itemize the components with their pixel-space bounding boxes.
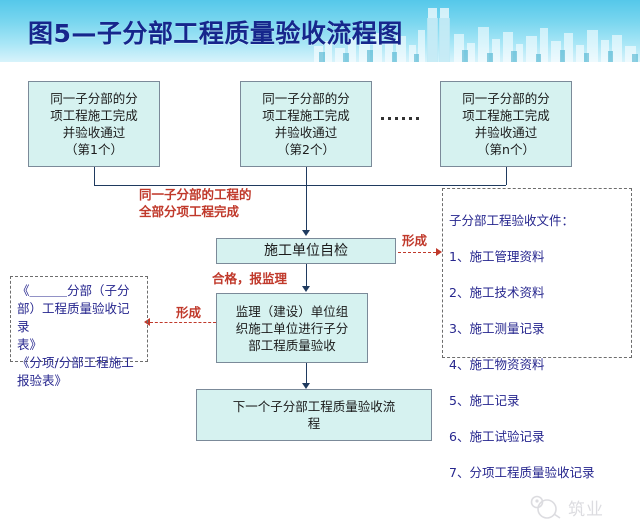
dashed-connector-to-documents	[398, 252, 436, 253]
arrow-to-selfcheck	[302, 230, 310, 236]
documents-item-2: 2、施工技术资料	[449, 285, 545, 300]
documents-item-5: 5、施工记录	[449, 393, 520, 408]
arrow-to-documents-panel	[436, 248, 442, 256]
connector-stub-1	[94, 167, 95, 185]
documents-panel[interactable]: 子分部工程验收文件： 1、施工管理资料 2、施工技术资料 3、施工测量记录 4、…	[442, 188, 632, 480]
connector-stub-n	[506, 167, 507, 185]
documents-item-7: 7、分项工程质量验收记录	[449, 465, 595, 480]
documents-item-6: 6、施工试验记录	[449, 429, 545, 444]
documents-item-4: 4、施工物资资料	[449, 357, 545, 372]
page-title: 图5—子分部工程质量验收流程图	[28, 19, 403, 48]
flow-box-subitem-n[interactable]: 同一子分部的分 项工程施工完成 并验收通过 （第n个）	[440, 81, 572, 167]
dashed-connector-to-records	[150, 322, 216, 323]
watermark-text: 筑业	[568, 499, 604, 520]
ellipsis-dots	[381, 117, 419, 120]
header-banner: 图5—子分部工程质量验收流程图	[0, 0, 640, 62]
flow-box-subitem-2[interactable]: 同一子分部的分 项工程施工完成 并验收通过 （第2个）	[240, 81, 372, 167]
watermark-logo: 筑业	[528, 494, 604, 520]
records-panel[interactable]: 《＿＿＿分部（子分 部）工程质量验收记录 表》 《分项/分部工程施工 报验表》	[10, 276, 148, 388]
documents-item-1: 1、施工管理资料	[449, 249, 545, 264]
flow-box-subitem-1[interactable]: 同一子分部的分 项工程施工完成 并验收通过 （第1个）	[28, 81, 160, 167]
note-pass-report-supervisor: 合格，报监理	[212, 271, 288, 286]
arrow-to-acceptance	[302, 286, 310, 292]
flow-box-acceptance[interactable]: 监理（建设）单位组 织施工单位进行子分 部工程质量验收	[216, 293, 368, 363]
connector-merge-bus	[94, 185, 506, 186]
label-form-right: 形成	[402, 233, 428, 248]
label-form-left: 形成	[176, 305, 202, 320]
documents-panel-title: 子分部工程验收文件：	[449, 213, 575, 228]
flow-box-self-check[interactable]: 施工单位自检	[216, 238, 396, 264]
flow-box-next-subdivision[interactable]: 下一个子分部工程质量验收流 程	[196, 389, 432, 441]
arrow-to-next-step	[302, 383, 310, 389]
flowchart-canvas: 同一子分部的分 项工程施工完成 并验收通过 （第1个） 同一子分部的分 项工程施…	[0, 62, 640, 520]
circle-logo-icon	[530, 495, 561, 519]
note-all-subitems-complete: 同一子分部的工程的 全部分项工程完成	[139, 187, 252, 219]
city-skyline-icon	[314, 8, 638, 62]
documents-item-3: 3、施工测量记录	[449, 321, 545, 336]
connector-selfcheck-to-acceptance	[306, 264, 307, 288]
connector-bus-to-selfcheck	[306, 185, 307, 232]
connector-stub-2	[306, 167, 307, 185]
connector-acceptance-to-next	[306, 363, 307, 385]
